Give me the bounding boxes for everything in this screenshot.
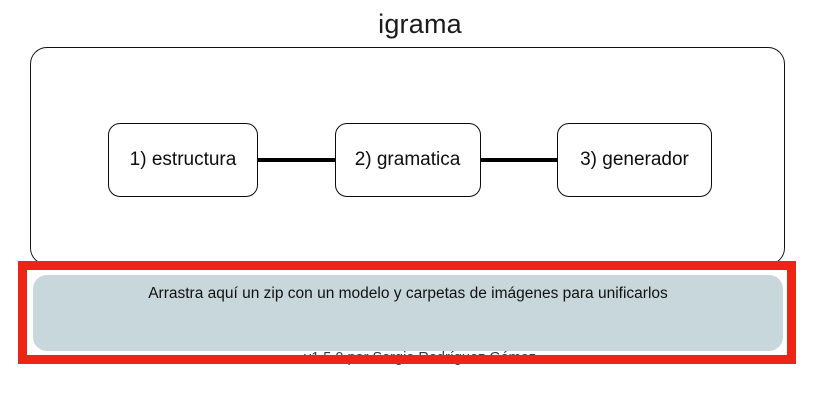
window-title: igrama [378, 9, 462, 39]
step-box-estructura[interactable]: 1) estructura [108, 123, 258, 197]
connector-line-2 [480, 158, 557, 162]
step-label: 1) estructura [129, 149, 237, 170]
file-drop-zone[interactable]: Arrastra aquí un zip con un modelo y car… [33, 275, 783, 351]
step-box-generador[interactable]: 3) generador [557, 123, 712, 197]
step-label: 3) generador [580, 149, 689, 170]
step-box-gramatica[interactable]: 2) gramatica [334, 123, 481, 197]
steps-flow-diagram: 1) estructura 2) gramatica 3) generador [108, 123, 712, 197]
connector-line-1 [258, 158, 335, 162]
step-label: 2) gramatica [354, 149, 461, 170]
file-drop-zone-label: Arrastra aquí un zip con un modelo y car… [148, 285, 668, 302]
drop-target-highlight-bottom-band [18, 355, 796, 364]
